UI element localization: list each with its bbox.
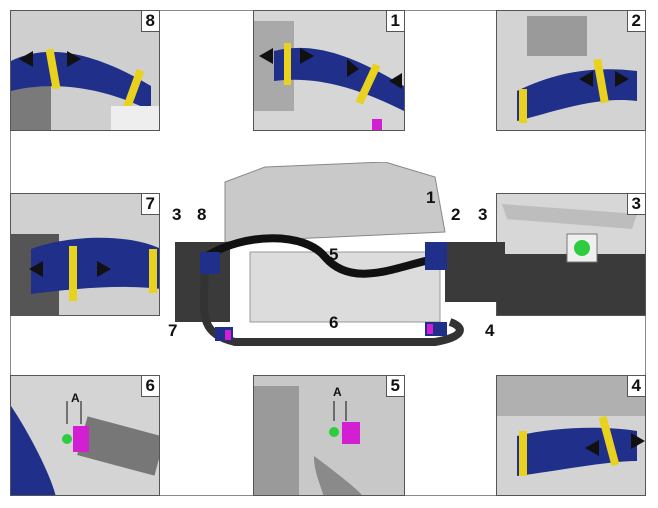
- panel-number-5: 5: [385, 376, 404, 397]
- panel-1-illustration: [254, 11, 404, 130]
- dimension-label-5: A: [333, 385, 342, 399]
- panel-8-illustration: [11, 11, 159, 130]
- panel-number-3: 3: [626, 194, 645, 215]
- panel-5-illustration: [254, 376, 404, 495]
- panel-number-7: 7: [140, 194, 159, 215]
- detail-panel-6: A 6: [10, 375, 160, 496]
- detail-panel-3: 3: [496, 193, 646, 316]
- panel-number-2: 2: [626, 11, 645, 32]
- callout-6: 6: [329, 313, 339, 332]
- detail-panel-5: A 5: [253, 375, 405, 496]
- dimension-label-6: A: [71, 391, 80, 405]
- panel-number-4: 4: [626, 376, 645, 397]
- callout-8: 8: [197, 205, 207, 224]
- callout-5: 5: [329, 245, 339, 264]
- callout-7: 7: [168, 321, 178, 340]
- panel-6-illustration: [11, 376, 159, 495]
- panel-number-1: 1: [385, 11, 404, 32]
- detail-panel-8: 8: [10, 10, 160, 131]
- detail-panel-1: 1: [253, 10, 405, 131]
- panel-number-8: 8: [140, 11, 159, 32]
- detail-panel-7: 7: [10, 193, 160, 316]
- detail-panel-2: 2: [496, 10, 646, 131]
- panel-3-illustration: [497, 194, 645, 315]
- callout-2: 2: [451, 205, 461, 224]
- engine-overview-illustration: [175, 162, 505, 346]
- detail-panel-4: 4: [496, 375, 646, 496]
- panel-4-illustration: [497, 376, 645, 495]
- callout-3-left: 3: [172, 205, 182, 224]
- callout-3-right: 3: [478, 205, 488, 224]
- panel-2-illustration: [497, 11, 645, 130]
- callout-4: 4: [485, 321, 495, 340]
- panel-number-6: 6: [140, 376, 159, 397]
- callout-1: 1: [426, 188, 436, 207]
- panel-7-illustration: [11, 194, 159, 315]
